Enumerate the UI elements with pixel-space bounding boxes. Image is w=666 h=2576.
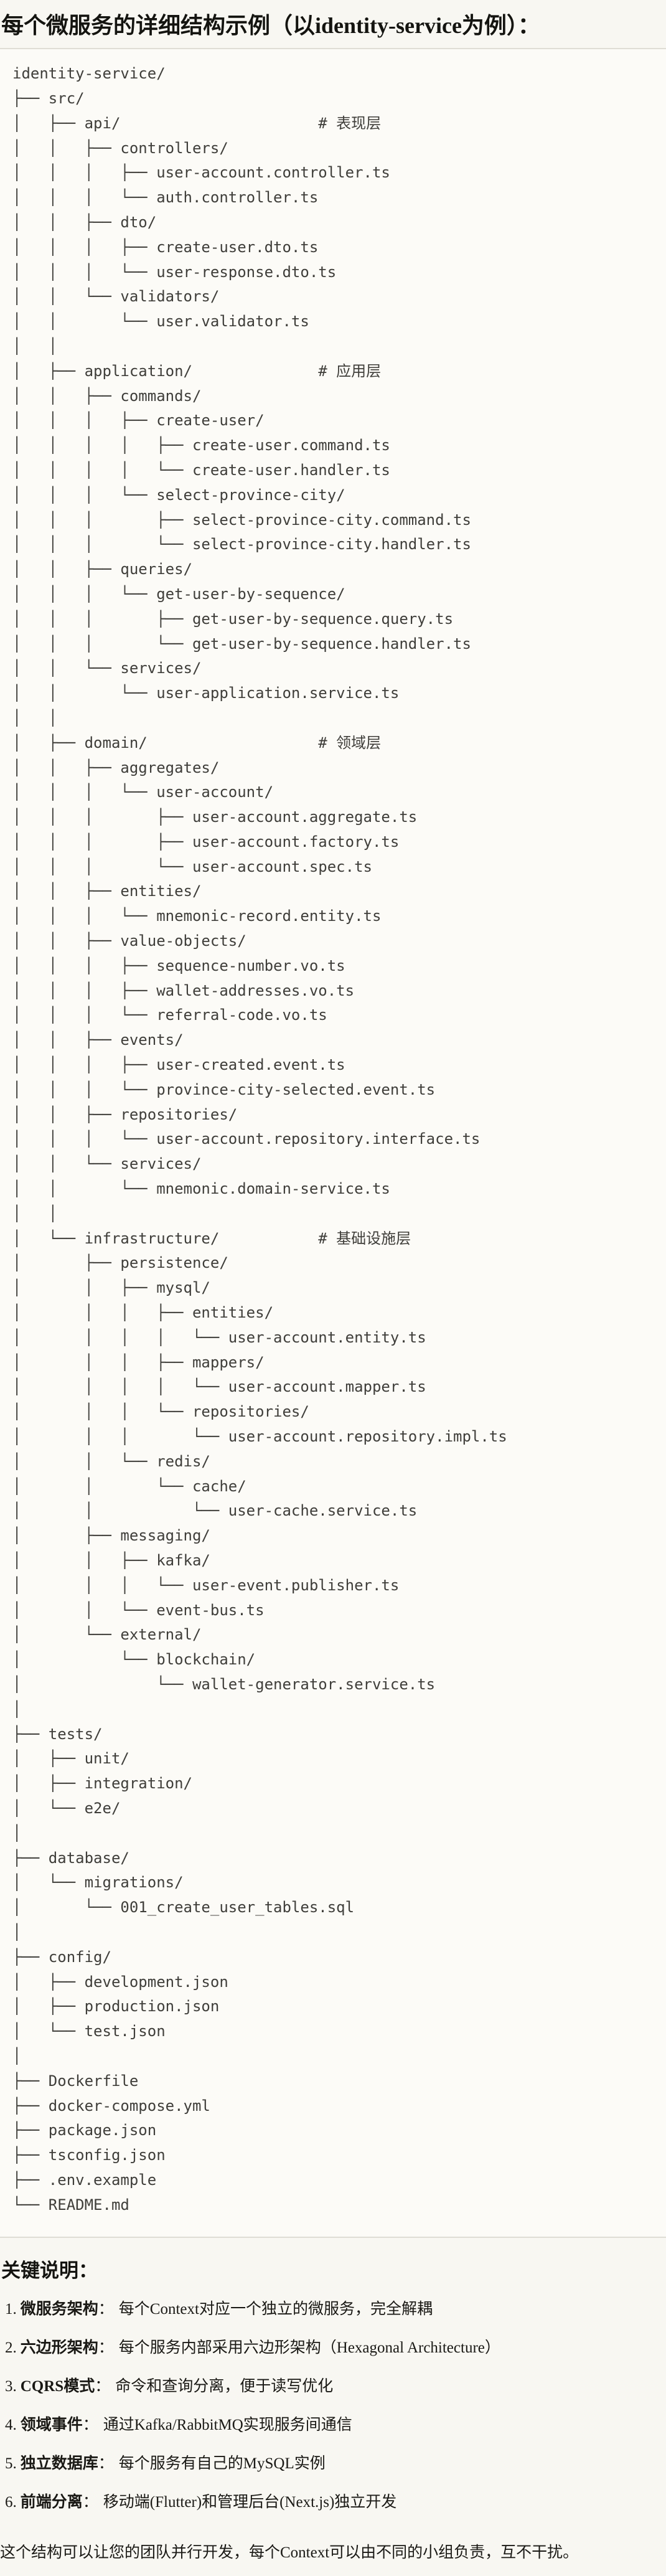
closing-note: 这个结构可以让您的团队并行开发，每个Context可以由不同的小组负责，互不干扰…: [0, 2544, 579, 2562]
note-term: CQRS模式: [20, 2378, 95, 2395]
note-number: 4.: [5, 2417, 17, 2434]
note-description: 命令和查询分离，便于读写优化: [115, 2378, 334, 2395]
page-title: 每个微服务的详细结构示例（以identity-service为例）：: [1, 13, 540, 38]
note-item-5: 5.独立数据库：每个服务有自己的MySQL实例: [5, 2455, 666, 2473]
note-separator: ：: [98, 2301, 114, 2318]
note-term: 前端分离: [20, 2494, 83, 2511]
note-description: 每个服务内部采用六边形架构（Hexagonal Architecture）: [118, 2339, 500, 2357]
directory-tree: identity-service/ ├── src/ │ ├── api/ # …: [12, 65, 507, 2214]
note-number: 2.: [5, 2339, 17, 2357]
note-item-6: 6.前端分离： 移动端(Flutter)和管理后台(Next.js)独立开发: [5, 2493, 666, 2512]
notes-heading: 关键说明：: [1, 2259, 98, 2281]
note-term: 独立数据库: [20, 2455, 98, 2473]
notes-list: 1.微服务架构：每个Context对应一个独立的微服务，完全解耦 2.六边形架构…: [0, 2300, 666, 2512]
note-number: 5.: [5, 2455, 17, 2473]
note-separator: ：: [95, 2378, 111, 2395]
note-number: 3.: [5, 2378, 17, 2395]
note-description: 每个服务有自己的MySQL实例: [118, 2455, 326, 2473]
note-item-4: 4.领域事件： 通过Kafka/RabbitMQ实现服务间通信: [5, 2416, 666, 2435]
note-separator: ：: [98, 2339, 114, 2357]
note-separator: ：: [82, 2494, 98, 2511]
note-number: 1.: [5, 2301, 17, 2318]
note-term: 六边形架构: [20, 2339, 98, 2357]
note-description: 移动端(Flutter)和管理后台(Next.js)独立开发: [103, 2494, 397, 2511]
note-description: 每个Context对应一个独立的微服务，完全解耦: [118, 2301, 433, 2318]
note-separator: ：: [82, 2417, 98, 2434]
note-item-3: 3.CQRS模式：命令和查询分离，便于读写优化: [5, 2377, 666, 2396]
document: 每个微服务的详细结构示例（以identity-service为例）： ident…: [0, 12, 666, 2563]
note-term: 领域事件: [20, 2417, 83, 2434]
note-number: 6.: [5, 2494, 17, 2511]
note-item-1: 1.微服务架构：每个Context对应一个独立的微服务，完全解耦: [5, 2300, 666, 2319]
code-block: identity-service/ ├── src/ │ ├── api/ # …: [0, 48, 666, 2238]
note-item-2: 2.六边形架构：每个服务内部采用六边形架构（Hexagonal Architec…: [5, 2339, 666, 2357]
note-term: 微服务架构: [20, 2301, 98, 2318]
note-description: 通过Kafka/RabbitMQ实现服务间通信: [103, 2417, 352, 2434]
note-separator: ：: [98, 2455, 114, 2473]
